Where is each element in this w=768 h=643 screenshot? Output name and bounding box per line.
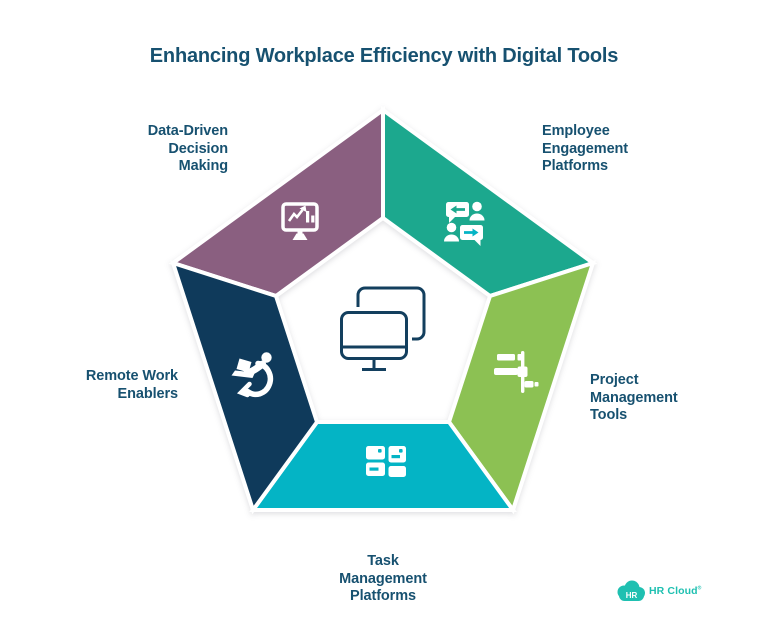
hr-cloud-logo-badge: HR [617, 580, 645, 601]
dual-monitor-icon [336, 286, 426, 371]
hr-badge-text: HR [626, 591, 638, 600]
segment-label-project-management: Project Management Tools [590, 372, 678, 423]
hr-cloud-wordmark: HR Cloud [649, 585, 698, 597]
gantt-chart-icon [494, 351, 539, 393]
segment-label-data-driven: Data-Driven Decision Making [147, 123, 228, 174]
segment-label-employee-engagement: Employee Engagement Platforms [542, 123, 629, 174]
analytics-monitor-icon [281, 202, 319, 240]
chat-people-icon [444, 201, 485, 246]
remote-worker-icon [231, 352, 274, 398]
hr-cloud-logo-text: HR Cloud® [649, 585, 701, 597]
segment-label-remote-work: Remote Work Enablers [85, 368, 178, 402]
pentagon-segments [168, 106, 598, 515]
page-title: Enhancing Workplace Efficiency with Digi… [149, 45, 619, 67]
kanban-board-icon [366, 446, 406, 477]
segment-label-task-management: Task Management Platforms [339, 553, 427, 604]
registered-mark: ® [697, 585, 702, 592]
